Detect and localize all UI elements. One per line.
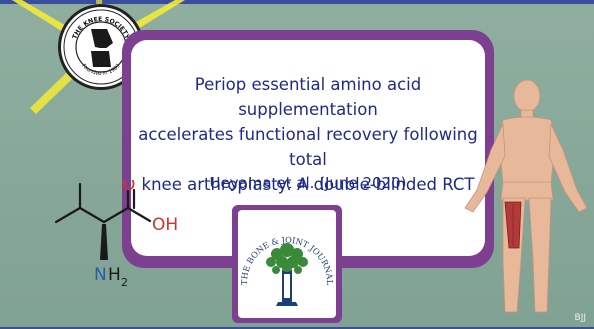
journal-logo: THE BONE & JOINT JOURNAL (238, 210, 336, 318)
atom-hydrogen: H (108, 265, 121, 285)
title-line-3: knee arthroplasty: A double-blinded RCT (141, 175, 475, 194)
human-anatomy-figure (464, 80, 588, 313)
bottom-border (0, 327, 594, 329)
atom-subscript: 2 (121, 276, 128, 289)
amino-acid-structure: O OH N H 2 (54, 180, 178, 289)
bone-joint-journal-tree-icon: THE BONE & JOINT JOURNAL (239, 235, 335, 306)
slide-title: Periop essential amino acid supplementat… (131, 72, 485, 197)
atom-oxygen: O (122, 180, 135, 195)
atom-hydroxyl: OH (152, 215, 178, 235)
title-line-1: Periop essential amino acid supplementat… (194, 75, 422, 119)
slide-authors: Ueyama et al. (June 2020) (209, 174, 407, 192)
top-border (0, 0, 594, 4)
atom-nitrogen: N (94, 265, 107, 285)
channel-watermark: BJJ (574, 313, 586, 323)
title-line-2: accelerates functional recovery followin… (138, 125, 478, 169)
